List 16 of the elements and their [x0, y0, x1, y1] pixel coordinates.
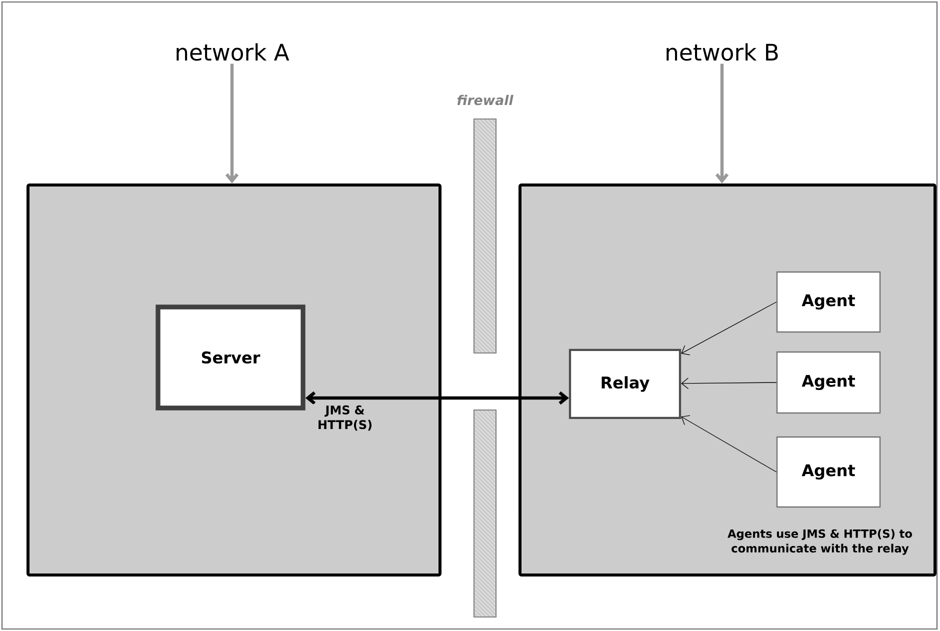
arrow — [681, 415, 777, 472]
firewall-label: firewall — [457, 94, 514, 106]
network-title: network B — [666, 43, 778, 61]
arrow — [225, 64, 239, 184]
agent-box: Agent — [776, 271, 881, 333]
arrow — [681, 302, 777, 356]
arrow — [305, 391, 569, 405]
arrow — [715, 64, 729, 184]
server-box: Server — [156, 304, 306, 410]
arrow — [681, 378, 777, 390]
relay-box: Relay — [568, 348, 682, 420]
network-title: network A — [176, 43, 290, 61]
edge-label: JMS & HTTP(S) — [308, 404, 382, 432]
agent-box: Agent — [776, 351, 881, 414]
agent-box: Agent — [776, 436, 881, 508]
note: Agents use JMS & HTTP(S) to communicate with the relay — [724, 528, 916, 556]
